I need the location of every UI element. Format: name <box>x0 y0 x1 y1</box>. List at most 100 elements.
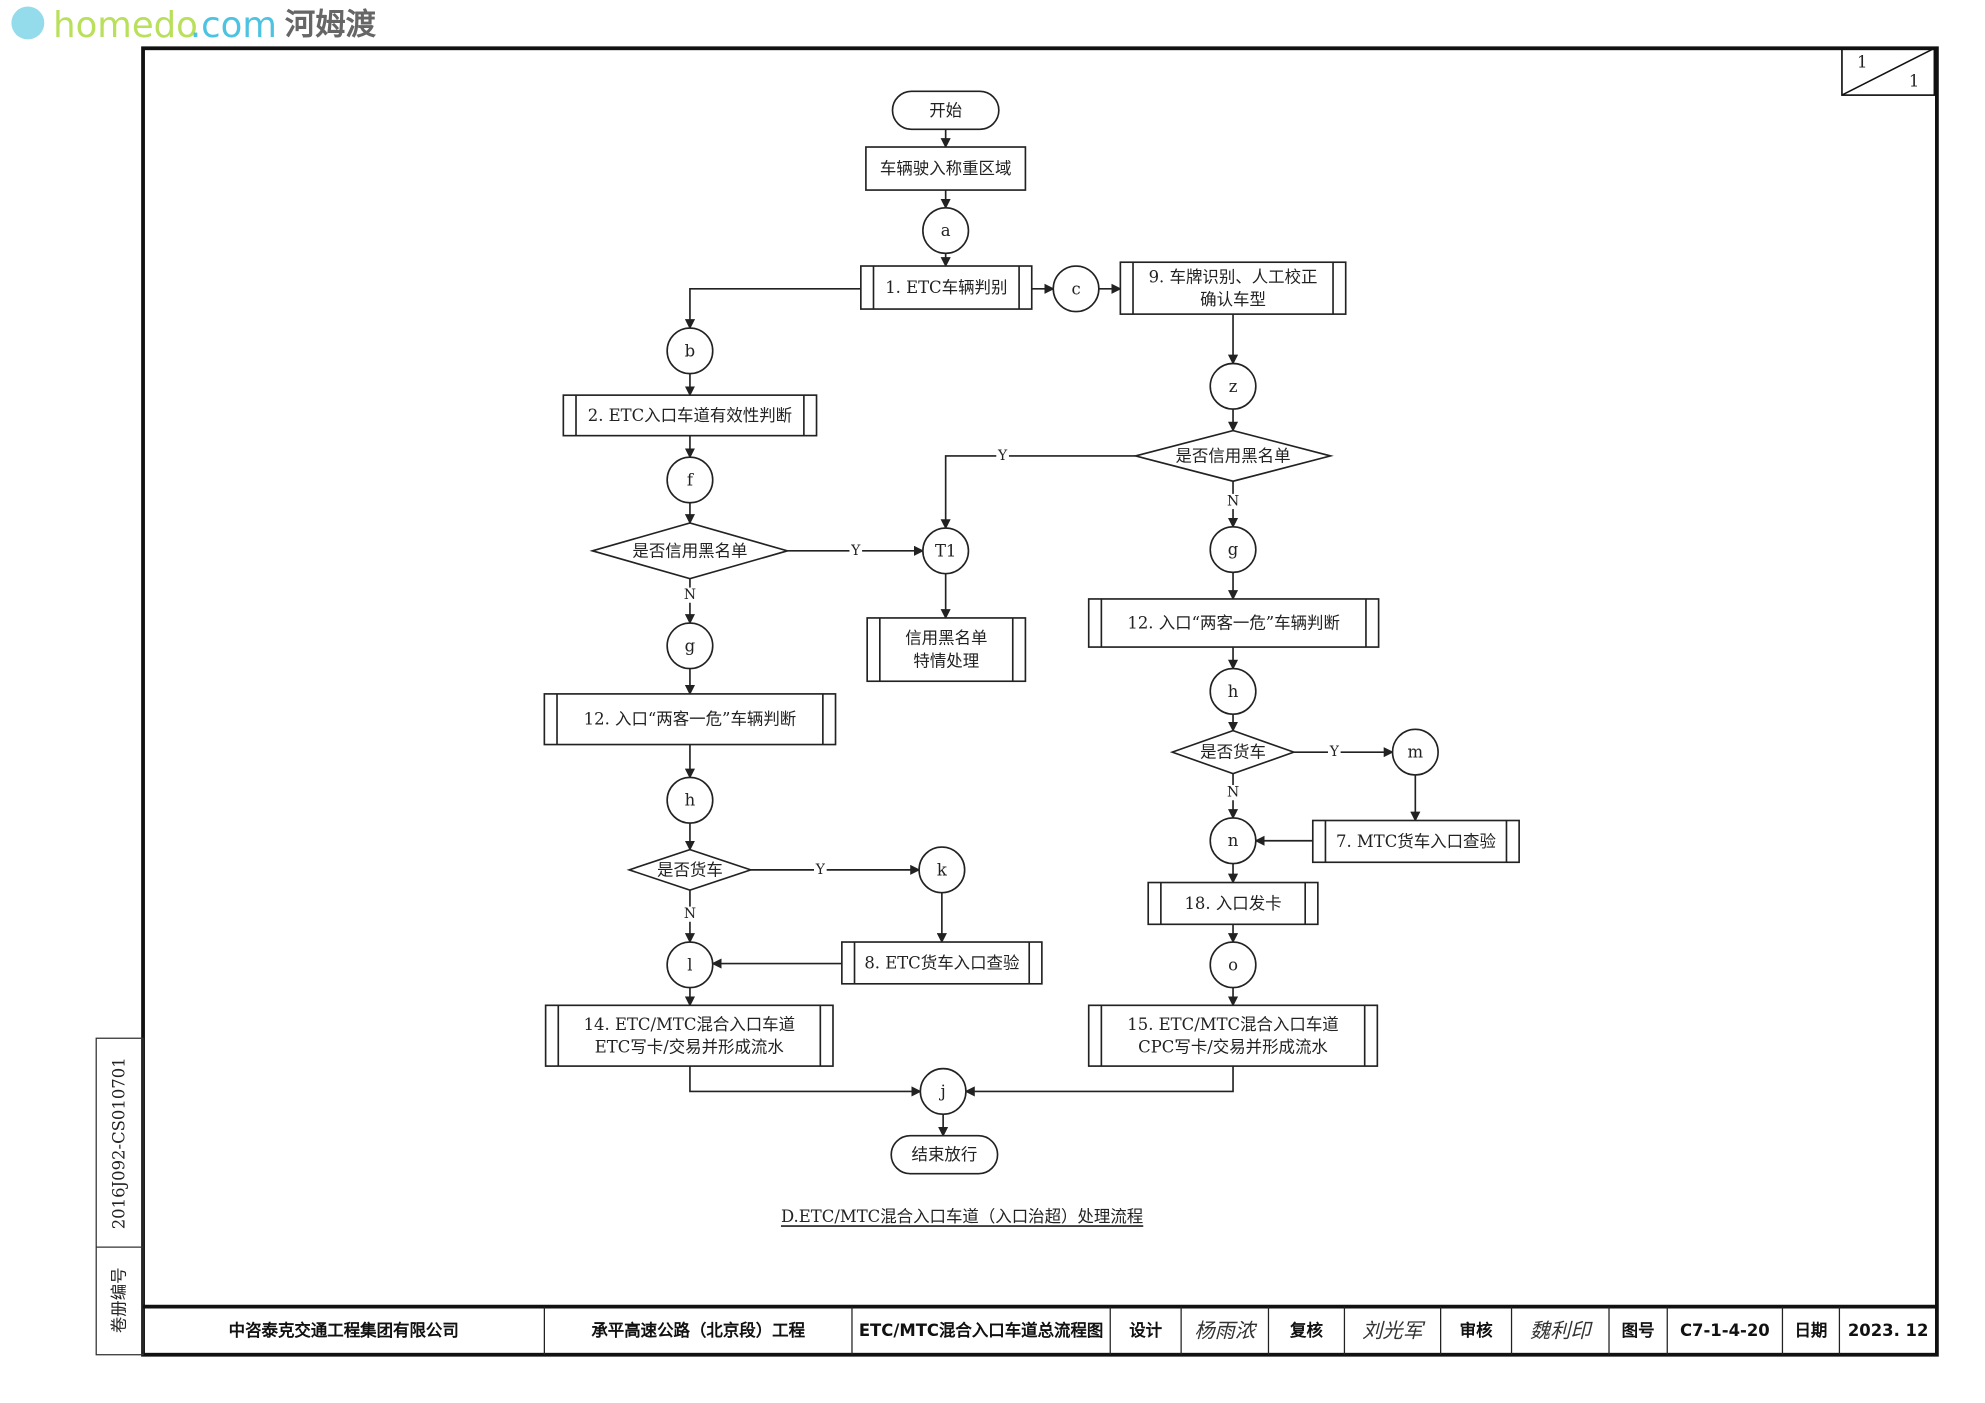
side-label: 卷册编号 <box>109 1267 128 1333</box>
connector-label: f <box>687 470 695 489</box>
connector-m: m <box>1391 728 1439 776</box>
connector-t1: T1 <box>922 527 970 575</box>
connector-label: T1 <box>935 541 956 560</box>
connector-b: b <box>666 327 714 375</box>
flow-arrow <box>684 287 861 330</box>
branch-label-no: N <box>1227 493 1239 509</box>
watermark-flower-icon <box>11 6 45 40</box>
connector-label: j <box>939 1082 946 1101</box>
title-block-design-sign: 杨雨浓 <box>1194 1319 1258 1343</box>
connector-f: f <box>666 456 714 504</box>
connector-a: a <box>922 206 970 255</box>
box-label: ETC写卡/交易并形成流水 <box>595 1038 785 1057</box>
connector-h_r: h <box>1209 667 1257 715</box>
connector-g_l: g <box>666 622 714 670</box>
flow-arrow <box>964 1066 1234 1097</box>
watermark-text-c: 河姆渡 <box>285 7 377 42</box>
side-strip: 2016J092-CS010701 卷册编号 <box>95 1037 144 1356</box>
title-block-drawing-no: C7-1-4-20 <box>1680 1321 1770 1340</box>
watermark-text-a: homedo <box>53 5 198 46</box>
connector-label: k <box>937 860 948 879</box>
process-box-n2: 2. ETC入口车道有效性判断 <box>562 394 818 437</box>
diagram-caption: D.ETC/MTC混合入口车道（入口治超）处理流程 <box>781 1207 1143 1226</box>
title-block-date-label: 日期 <box>1794 1321 1827 1340</box>
title-block-drawing-title: ETC/MTC混合入口车道总流程图 <box>859 1321 1104 1340</box>
title-block-review-label: 复核 <box>1289 1321 1323 1340</box>
box-label: 车辆驶入称重区域 <box>880 159 1012 178</box>
box-label: 1. ETC车辆判别 <box>885 278 1007 297</box>
title-block-audit-label: 审核 <box>1460 1321 1493 1340</box>
connector-label: g <box>1228 540 1239 559</box>
connector-label: h <box>685 791 696 810</box>
box-label: 14. ETC/MTC混合入口车道 <box>584 1015 795 1034</box>
decision-d_truck_r: 是否货车 <box>1169 729 1297 775</box>
drawing-frame <box>141 46 1939 1357</box>
box-label: 信用黑名单 <box>905 629 987 648</box>
connector-label: l <box>687 955 692 974</box>
title-block-design-label: 设计 <box>1129 1321 1162 1340</box>
title-block: 中咨泰克交通工程集团有限公司 承平高速公路（北京段）工程 ETC/MTC混合入口车道… <box>143 1304 1937 1355</box>
decision-d_black_l: 是否信用黑名单 <box>589 522 791 580</box>
connector-label: o <box>1228 955 1238 974</box>
terminal-label: 开始 <box>929 101 962 120</box>
process-box-enter: 车辆驶入称重区域 <box>865 146 1027 191</box>
box-label: 2. ETC入口车道有效性判断 <box>588 406 792 425</box>
flow-arrow <box>689 1066 922 1097</box>
connector-n: n <box>1209 817 1257 865</box>
connector-o: o <box>1209 941 1257 989</box>
box-label: 7. MTC货车入口查验 <box>1336 832 1496 851</box>
start-terminal: 开始 <box>891 90 1000 131</box>
branch-label-no: N <box>1227 785 1239 801</box>
title-block-company: 中咨泰克交通工程集团有限公司 <box>229 1321 459 1340</box>
box-label: 确认车型 <box>1200 290 1266 309</box>
page-total: 1 <box>1909 72 1919 91</box>
page-number-box: 1 1 <box>1841 47 1936 96</box>
connector-g_r: g <box>1209 525 1257 574</box>
decision-label: 是否货车 <box>1200 743 1266 762</box>
process-box-n15: 15. ETC/MTC混合入口车道 CPC写卡/交易并形成流水 <box>1087 1004 1379 1067</box>
connector-j: j <box>919 1067 967 1116</box>
branch-label-yes: Y <box>997 448 1008 464</box>
branch-label-no: N <box>684 587 696 603</box>
decision-label: 是否信用黑名单 <box>1175 446 1290 465</box>
connector-z: z <box>1209 362 1257 410</box>
connector-h_l: h <box>666 776 714 824</box>
branch-label-yes: Y <box>815 862 826 878</box>
title-block-date: 2023. 12 <box>1848 1321 1929 1340</box>
page-current: 1 <box>1857 53 1867 72</box>
connector-label: c <box>1071 279 1080 298</box>
decision-d_truck_l: 是否货车 <box>626 848 754 891</box>
process-box-n18: 18. 入口发卡 <box>1147 881 1319 926</box>
flow-arrow <box>940 455 1136 530</box>
title-block-project: 承平高速公路（北京段）工程 <box>591 1321 805 1340</box>
connector-label: m <box>1408 743 1424 762</box>
connector-label: b <box>685 341 696 360</box>
box-label: 12. 入口“两客一危”车辆判断 <box>584 710 797 729</box>
connector-label: a <box>941 221 951 240</box>
box-label: 9. 车牌识别、人工校正 <box>1149 267 1318 286</box>
branch-label-no: N <box>684 906 696 922</box>
process-box-n8: 8. ETC货车入口查验 <box>841 941 1043 985</box>
box-label: 15. ETC/MTC混合入口车道 <box>1127 1015 1338 1034</box>
connector-c: c <box>1052 265 1100 313</box>
decision-label: 是否信用黑名单 <box>632 541 747 560</box>
connector-label: h <box>1228 682 1239 701</box>
decision-d_black_r: 是否信用黑名单 <box>1132 429 1334 483</box>
process-box-n12_l: 12. 入口“两客一危”车辆判断 <box>543 693 837 746</box>
process-box-n1: 1. ETC车辆判别 <box>860 265 1033 310</box>
box-label: 18. 入口发卡 <box>1184 894 1281 913</box>
connector-l: l <box>666 941 714 989</box>
process-box-n12_r: 12. 入口“两客一危”车辆判断 <box>1087 598 1380 648</box>
watermark-text-b: .com <box>190 5 277 46</box>
box-label: CPC写卡/交易并形成流水 <box>1138 1038 1328 1057</box>
branch-label-yes: Y <box>1329 744 1340 760</box>
end-terminal: 结束放行 <box>890 1134 999 1175</box>
branch-label-yes: Y <box>850 543 861 559</box>
connector-label: z <box>1229 377 1238 396</box>
side-code: 2016J092-CS010701 <box>109 1057 128 1229</box>
